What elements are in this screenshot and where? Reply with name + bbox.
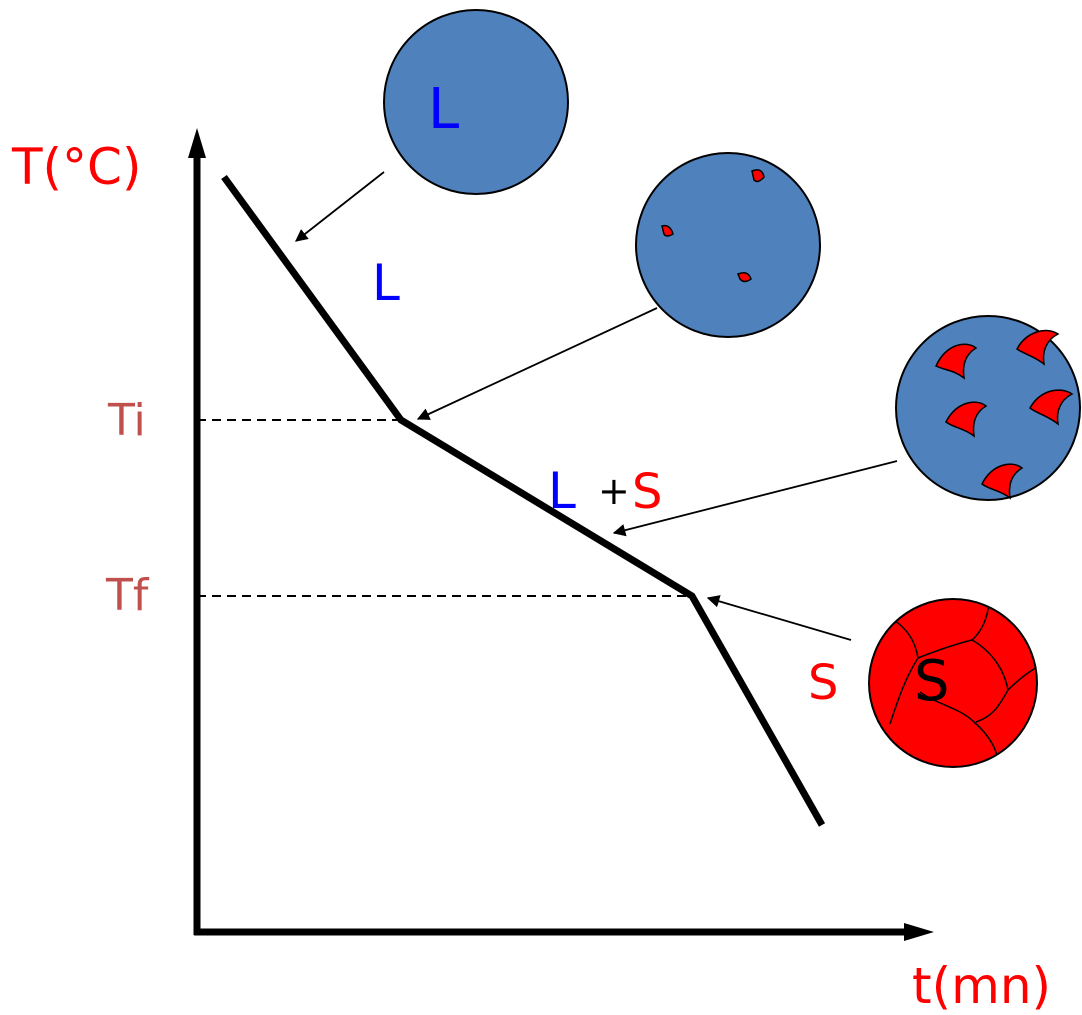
arrow-solid: [706, 595, 852, 641]
crystal-4: [1029, 389, 1074, 426]
y-axis-arrowhead: [188, 128, 206, 158]
crystal-growth-circle-icon: [895, 315, 1081, 501]
cooling-curve: [221, 174, 826, 827]
mixture-solid-label: S: [632, 464, 662, 520]
crystal-5: [981, 463, 1024, 500]
nucleation-circle-icon: [635, 152, 821, 338]
x-axis-label: t(mn): [912, 957, 1051, 1015]
arrow-liquid: [295, 171, 385, 242]
y-axis-label: T(°C): [11, 138, 141, 196]
ti-label: Ti: [107, 395, 146, 446]
solid-grains-circle-icon: S: [868, 598, 1038, 768]
arrow-growth: [612, 460, 898, 537]
bubble-liquid-label: L: [428, 77, 459, 142]
liquid-region-label: L: [372, 254, 400, 312]
crystal-2: [1016, 329, 1060, 366]
tf-label: Tf: [105, 570, 150, 621]
side-solid-label: S: [808, 655, 838, 711]
crystal-3: [945, 401, 988, 438]
mixture-liquid-label: L: [548, 462, 576, 520]
liquid-circle-icon: L: [383, 9, 569, 195]
bubble-solid-label: S: [914, 649, 950, 714]
axes: [188, 128, 934, 941]
nucleus-2: [661, 224, 674, 237]
crystal-1: [935, 343, 978, 380]
nucleus-1: [751, 169, 765, 183]
arrow-nucleation: [416, 307, 658, 420]
x-axis-arrowhead: [904, 923, 934, 941]
nucleus-3: [737, 272, 752, 283]
mixture-plus-sign: +: [598, 469, 630, 513]
